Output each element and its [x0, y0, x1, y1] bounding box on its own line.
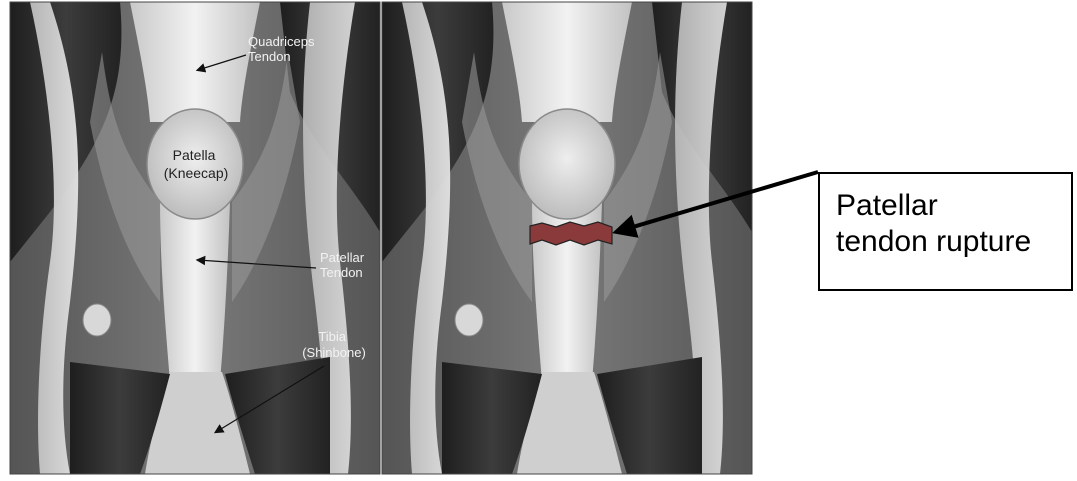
callout-line-2: tendon rupture — [836, 224, 1071, 260]
callout-label: Patellar tendon rupture — [836, 188, 1071, 260]
knee-normal-panel — [10, 2, 380, 474]
callout-line-1: Patellar — [836, 188, 1071, 224]
label-patellar-tendon: Patellar Tendon — [320, 250, 368, 280]
knee-ruptured-panel — [382, 2, 752, 474]
